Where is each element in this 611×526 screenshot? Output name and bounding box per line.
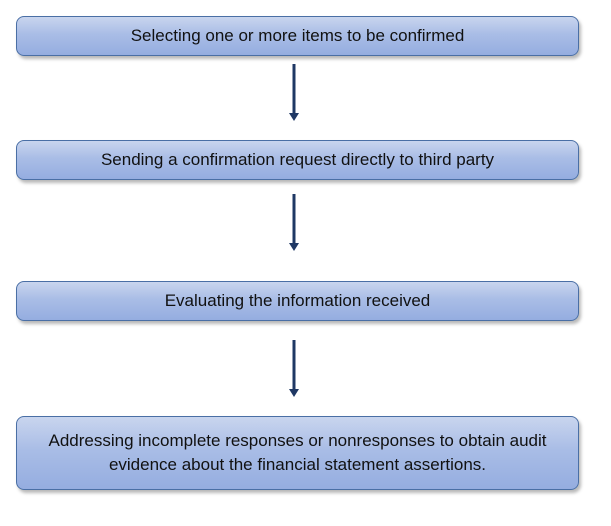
flow-step-1-label: Selecting one or more items to be confir…: [130, 26, 465, 45]
flow-step-3-label: Evaluating the information received: [164, 291, 431, 310]
flow-step-4-box: Addressing incomplete responses or nonre…: [16, 416, 579, 490]
flow-step-2-box: Sending a confirmation request directly …: [16, 140, 579, 180]
down-arrow-1: [286, 64, 302, 122]
down-arrow-icon: [289, 194, 299, 251]
flow-step-1-box: Selecting one or more items to be confir…: [16, 16, 579, 56]
flow-step-4-label: Addressing incomplete responses or nonre…: [48, 431, 547, 474]
flow-step-3-box: Evaluating the information received: [16, 281, 579, 321]
down-arrow-icon: [289, 340, 299, 397]
flow-step-2-label: Sending a confirmation request directly …: [100, 150, 495, 169]
down-arrow-2: [286, 194, 302, 252]
down-arrow-icon: [289, 64, 299, 121]
down-arrow-3: [286, 340, 302, 398]
